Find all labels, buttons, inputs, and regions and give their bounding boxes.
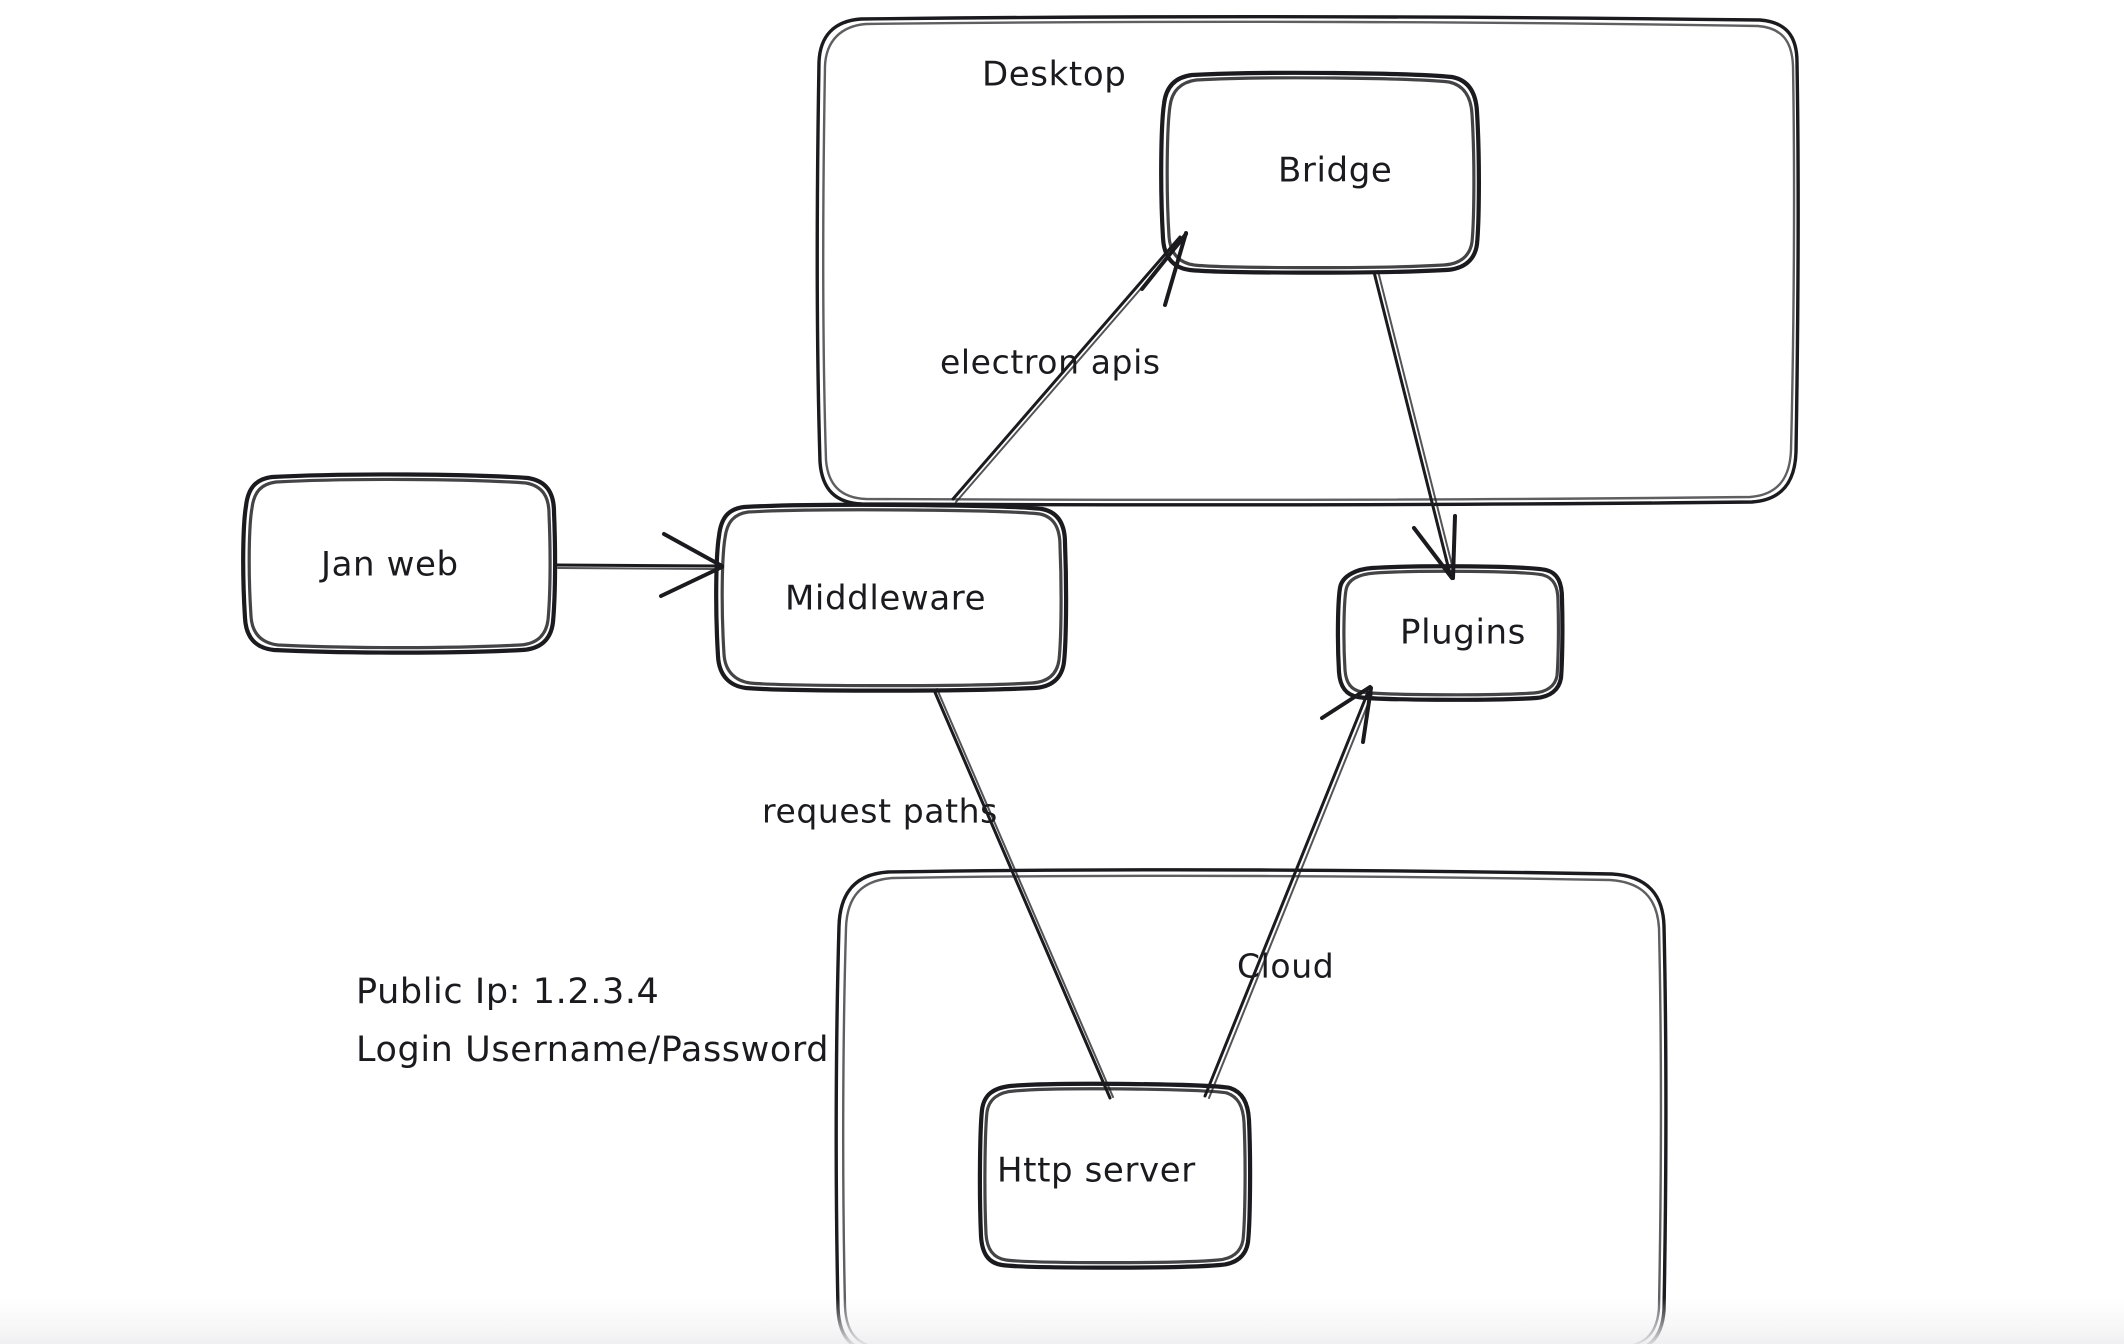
node-jan-web-label: Jan web (319, 545, 459, 585)
note-line-login: Login Username/Password (356, 1030, 829, 1070)
edge-middleware-to-http-server[interactable]: request paths (762, 688, 1114, 1100)
node-http-server-label: Http server (997, 1151, 1196, 1191)
node-middleware[interactable]: Middleware (714, 502, 1069, 693)
node-jan-web[interactable]: Jan web (241, 472, 558, 655)
edge-label-request-paths: request paths (762, 792, 998, 831)
node-http-server[interactable]: Http server (977, 1081, 1253, 1270)
container-desktop-label: Desktop (982, 55, 1126, 95)
node-plugins-label: Plugins (1400, 613, 1526, 653)
container-desktop[interactable]: Desktop (815, 15, 1800, 507)
node-bridge-label: Bridge (1278, 151, 1392, 191)
edge-label-electron-apis: electron apis (940, 343, 1161, 382)
edge-web-to-middleware[interactable] (554, 532, 724, 598)
node-plugins[interactable]: Plugins (1335, 564, 1565, 702)
edge-label-cloud: Cloud (1237, 947, 1334, 986)
node-middleware-label: Middleware (785, 579, 986, 619)
edge-bridge-to-plugins[interactable] (1372, 270, 1457, 580)
container-cloud[interactable] (834, 868, 1668, 1344)
server-credentials-note: Public Ip: 1.2.3.4 Login Username/Passwo… (356, 972, 829, 1070)
edge-http-server-to-plugins[interactable]: Cloud (1203, 685, 1373, 1099)
edge-middleware-to-bridge[interactable]: electron apis (940, 231, 1188, 503)
note-line-public-ip: Public Ip: 1.2.3.4 (356, 972, 659, 1012)
node-bridge[interactable]: Bridge (1159, 70, 1481, 275)
